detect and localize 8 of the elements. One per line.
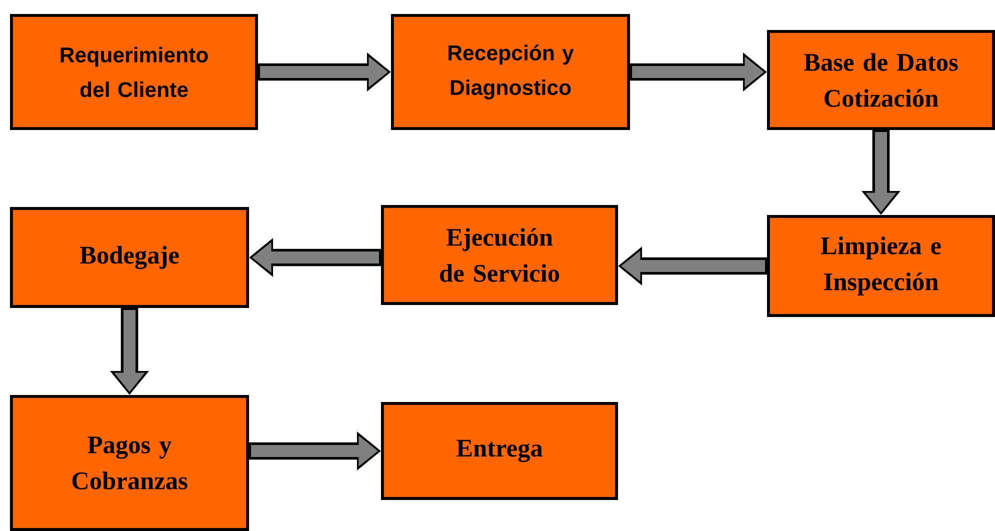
process-box: Ejecución de Servicio: [380, 205, 618, 305]
process-box: Requerimiento del Cliente: [10, 14, 258, 130]
process-box: Bodegaje: [10, 207, 250, 308]
process-box: Limpieza e Inspección: [767, 215, 995, 317]
process-box: Entrega: [380, 402, 618, 500]
process-box: Base de Datos Cotización: [767, 30, 995, 130]
process-box: Recepción y Diagnostico: [390, 14, 630, 130]
process-box: Pagos y Cobranzas: [10, 395, 250, 531]
